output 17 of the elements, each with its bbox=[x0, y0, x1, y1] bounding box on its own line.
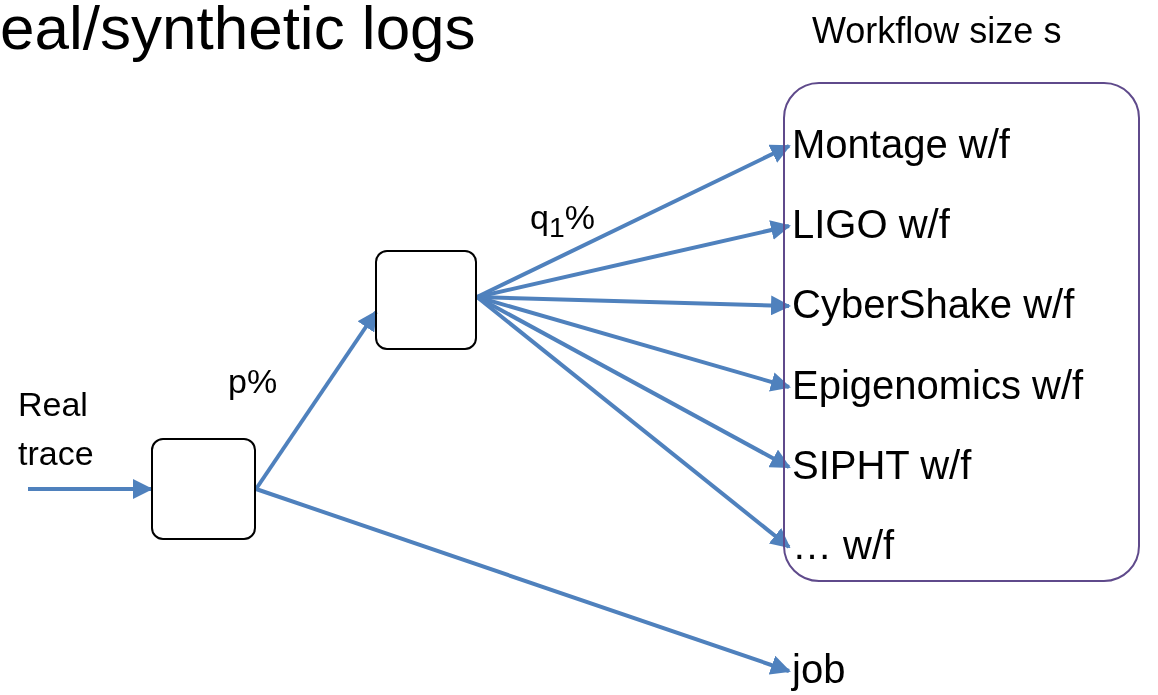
workflow-label: Epigenomics w/f bbox=[792, 361, 1132, 409]
workflow-label: SIPHT w/f bbox=[792, 441, 1132, 489]
arrow bbox=[255, 487, 791, 675]
input-label: Real trace bbox=[18, 368, 126, 490]
box-node bbox=[151, 438, 256, 540]
box-node bbox=[375, 250, 477, 350]
text-label: job bbox=[792, 645, 892, 693]
group-heading: Workflow size s bbox=[812, 10, 1062, 52]
arrow bbox=[28, 479, 153, 499]
workflow-label: Montage w/f bbox=[792, 120, 1132, 168]
edge-label: p% bbox=[228, 362, 278, 401]
title: eal/synthetic logs bbox=[0, 0, 476, 63]
arrow bbox=[254, 310, 378, 491]
workflow-label: LIGO w/f bbox=[792, 200, 1132, 248]
workflow-label: CyberShake w/f bbox=[792, 280, 1132, 328]
edge-label: q$_{1}$% bbox=[530, 198, 595, 244]
workflow-label: … w/f bbox=[792, 521, 1132, 569]
